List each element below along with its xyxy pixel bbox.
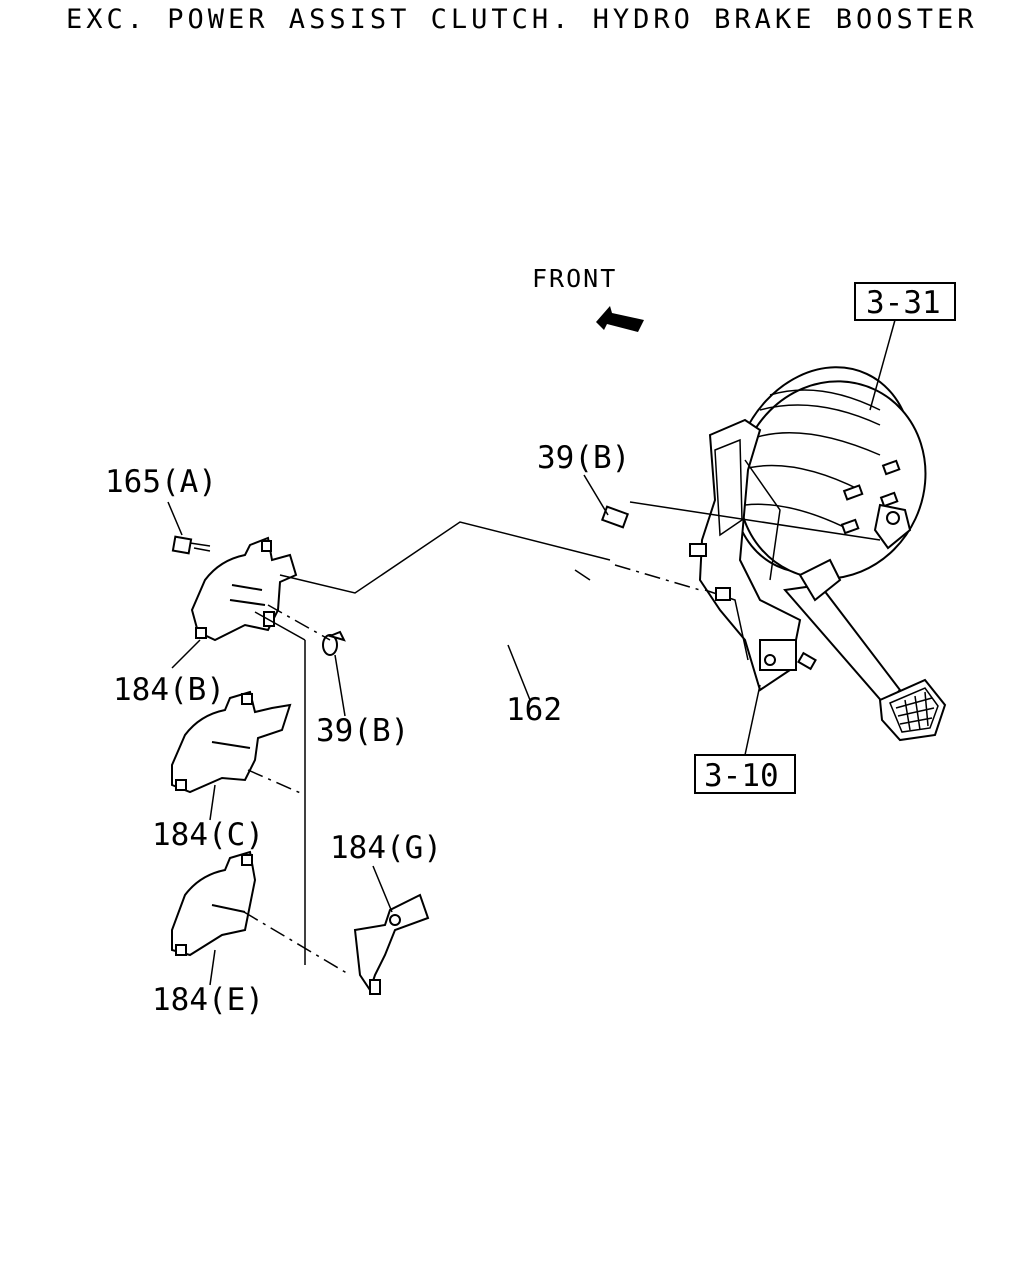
clip-184-e <box>171 850 257 957</box>
callout-39-b-top: 39(B) <box>537 440 630 476</box>
reference-3-31-label: 3-31 <box>866 285 941 321</box>
callout-184-g: 184(G) <box>330 830 442 866</box>
callout-184-b: 184(B) <box>113 672 225 708</box>
assembly-lines <box>243 501 881 976</box>
clip-184-c <box>171 690 292 794</box>
bolt-165-a <box>171 535 211 555</box>
callout-162: 162 <box>506 692 562 728</box>
pedal-bracket <box>689 418 947 742</box>
clip-184-g <box>353 893 430 995</box>
hose-162 <box>352 505 630 689</box>
hose-clip-lower <box>322 630 346 656</box>
callout-184-c: 184(C) <box>152 817 264 853</box>
callout-39-b-lower: 39(B) <box>316 713 409 749</box>
reference-box-3-10[interactable]: 3-10 <box>694 754 796 794</box>
reference-box-3-31[interactable]: 3-31 <box>854 282 956 321</box>
brake-pedal-pad <box>878 678 947 742</box>
callout-165-a: 165(A) <box>105 464 217 500</box>
front-arrow-icon <box>596 306 644 332</box>
reference-3-10-label: 3-10 <box>704 758 779 794</box>
brake-booster <box>731 366 927 580</box>
booster-studs <box>840 459 901 535</box>
front-label: FRONT <box>532 264 617 293</box>
clip-184-b <box>190 536 298 642</box>
diagram-title: EXC. POWER ASSIST CLUTCH. HYDRO BRAKE BO… <box>66 4 978 35</box>
callout-184-e: 184(E) <box>152 982 264 1018</box>
